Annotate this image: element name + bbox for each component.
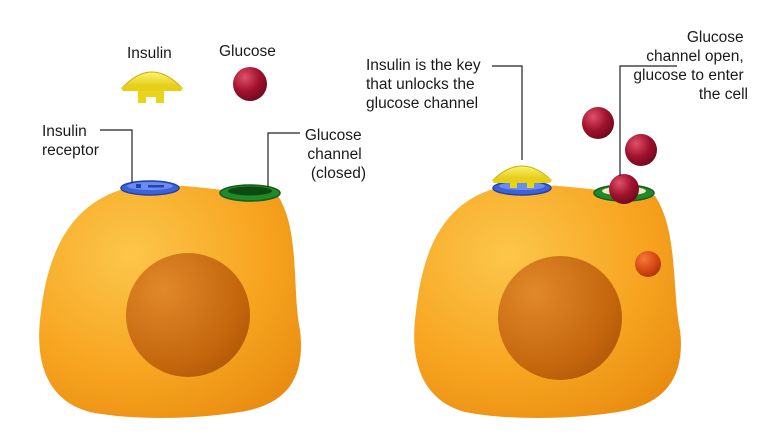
- insulin-molecule-legend: [120, 71, 184, 103]
- glucose-molecule-legend: [233, 67, 267, 101]
- insulin-label: Insulin: [127, 45, 172, 62]
- glucose-channel-closed-label-line-3: (closed): [311, 165, 366, 182]
- glucose-channel-open-label: Glucose channel open, glucose to enter t…: [633, 29, 748, 103]
- insulin-key-label: Insulin is the key that unlocks the gluc…: [366, 57, 485, 112]
- nucleus-left: [126, 253, 250, 377]
- insulin-key-label-line-3: glucose channel: [366, 95, 478, 112]
- insulin-key-leader: [492, 65, 523, 160]
- glucose-channel-closed-leader: [267, 132, 300, 187]
- glucose-channel-closed-label-line-1: Glucose: [305, 127, 362, 144]
- glucose-inside-cell: [635, 251, 661, 277]
- insulin-key-label-line-2: that unlocks the: [366, 76, 475, 93]
- insulin-receptor-right: [492, 180, 552, 196]
- insulin-receptor-label: Insulin receptor: [42, 123, 99, 159]
- glucose-channel-open-label-line-1: Glucose: [687, 29, 744, 46]
- nucleus-right: [498, 256, 622, 380]
- glucose-channel-open-label-line-2: channel open,: [646, 48, 743, 65]
- cell-left: [39, 180, 302, 418]
- glucose-channel-closed-label: Glucose channel (closed): [305, 127, 366, 182]
- glucose-channel-open-leader: [619, 65, 677, 176]
- glucose-label: Glucose: [219, 43, 276, 60]
- glucose-channel-open-label-line-3: glucose to enter: [633, 67, 743, 84]
- insulin-receptor-leader: [100, 129, 133, 183]
- glucose-molecule-outside-2: [625, 134, 657, 166]
- insulin-key-label-line-1: Insulin is the key: [366, 57, 481, 74]
- glucose-channel-closed: [219, 184, 281, 202]
- glucose-channel-open-label-line-4: the cell: [699, 86, 748, 103]
- glucose-entering-channel: [609, 174, 639, 204]
- insulin-molecule-bound: [491, 165, 553, 188]
- insulin-receptor-label-line-2: receptor: [42, 142, 99, 159]
- glucose-channel-closed-label-line-2: channel: [307, 146, 361, 163]
- insulin-receptor-label-line-1: Insulin: [42, 123, 87, 140]
- glucose-molecule-outside-1: [582, 107, 614, 139]
- cell-right: [414, 165, 681, 418]
- insulin-receptor-left: [120, 180, 180, 196]
